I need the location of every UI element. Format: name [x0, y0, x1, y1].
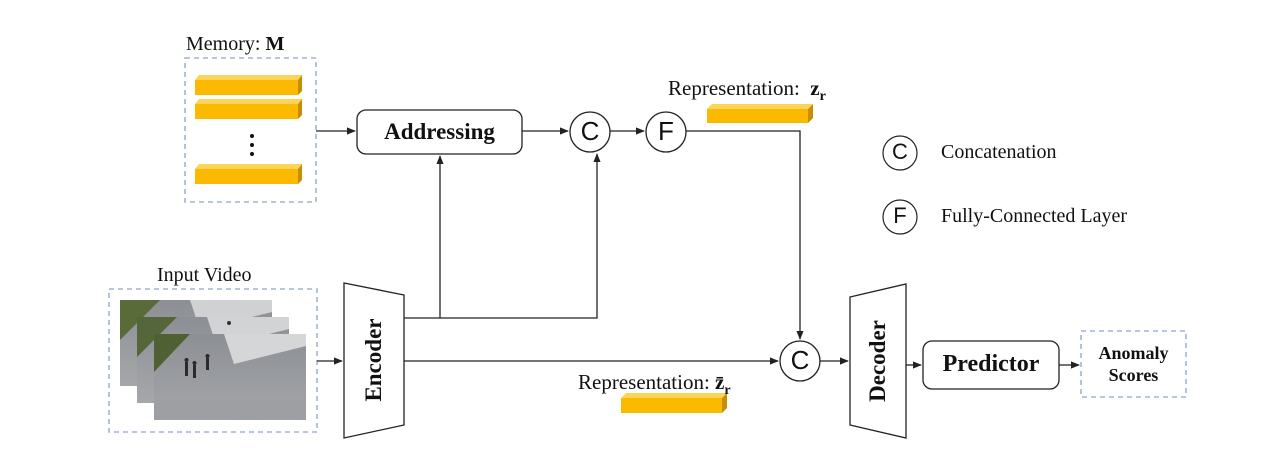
representation-bottom-label: Representation: z̄r	[578, 370, 731, 399]
legend-fc-letter: F	[893, 203, 907, 228]
memory-slot-n	[195, 164, 302, 184]
concat-op-bottom-symbol: C	[790, 345, 810, 375]
memory-ellipsis	[250, 134, 254, 156]
memory-box	[184, 57, 317, 203]
decoder-label: Decoder	[865, 320, 890, 402]
memory-slot-1	[195, 75, 302, 95]
encoder-block	[343, 282, 405, 439]
representation-top-label: Representation: zr	[668, 76, 826, 105]
fc-op-top-symbol: F	[658, 116, 674, 146]
memory-label: Memory: M	[186, 33, 285, 55]
representation-bottom-bar	[621, 393, 727, 413]
fc-op-top	[645, 111, 687, 153]
video-frames	[120, 300, 306, 420]
addressing-box	[356, 109, 523, 155]
connectors	[316, 127, 1080, 369]
arrow-encoder-to-top-concat	[404, 153, 601, 319]
decoder-block	[849, 283, 907, 439]
representation-top-bar	[707, 104, 813, 123]
anomaly-scores-box	[1080, 330, 1187, 398]
legend-fc-label: Fully-Connected Layer	[941, 205, 1128, 227]
concat-op-top-symbol: C	[580, 116, 600, 146]
anomaly-scores-label: Anomaly Scores	[1098, 343, 1169, 385]
input-video-label: Input Video	[157, 264, 252, 286]
encoder-label: Encoder	[361, 318, 386, 402]
predictor-label: Predictor	[942, 351, 1040, 377]
legend-concat-letter: C	[892, 139, 908, 164]
addressing-label: Addressing	[384, 119, 495, 144]
legend-concat-symbol	[882, 135, 918, 171]
concat-op-top	[569, 111, 611, 153]
memory-slot-2	[195, 99, 302, 119]
legend-concat-label: Concatenation	[941, 141, 1057, 163]
legend-fc-symbol	[882, 199, 918, 235]
arrow-fc-to-bottom-concat	[686, 130, 804, 340]
